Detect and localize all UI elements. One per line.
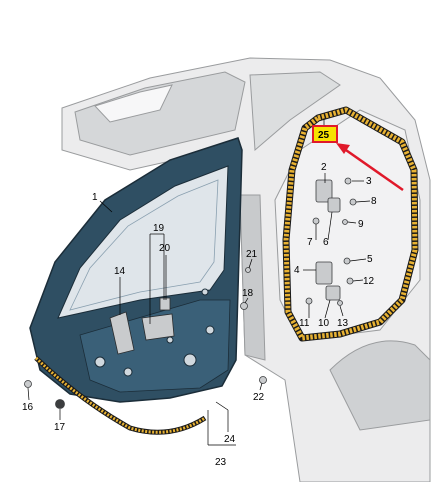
- callout-6: 6: [323, 237, 329, 248]
- highlighted-callout: 25: [312, 125, 404, 192]
- callout-9: 9: [358, 219, 364, 230]
- callout-18: 18: [242, 288, 254, 299]
- callout-labels: 1 2 3 4 5 6 7 8 9 10 11 12 13 14 16 17 1…: [22, 162, 377, 468]
- callout-20: 20: [159, 243, 171, 254]
- callout-17: 17: [54, 422, 66, 433]
- callout-14: 14: [114, 266, 126, 277]
- callout-22: 22: [253, 392, 265, 403]
- callout-1: 1: [92, 192, 98, 203]
- leader-lines: [27, 118, 371, 446]
- callout-11: 11: [299, 318, 310, 329]
- callout-13: 13: [337, 318, 349, 329]
- callout-12: 12: [363, 276, 375, 287]
- callout-3: 3: [366, 176, 372, 187]
- callout-4: 4: [294, 265, 300, 276]
- callout-5: 5: [367, 254, 373, 265]
- callout-7: 7: [307, 237, 313, 248]
- callout-25: 25: [318, 130, 330, 141]
- red-arrow-shaft: [342, 146, 404, 192]
- door-shell: [29, 137, 243, 435]
- callout-24: 24: [224, 434, 236, 445]
- callout-8: 8: [371, 196, 377, 207]
- door-seal: [282, 106, 419, 342]
- callout-19: 19: [153, 223, 165, 234]
- callout-23: 23: [215, 457, 227, 468]
- callout-10: 10: [318, 318, 330, 329]
- red-arrow-head: [336, 143, 350, 154]
- callout-16: 16: [22, 402, 34, 413]
- hinges: [24, 177, 357, 409]
- callout-21: 21: [246, 249, 258, 260]
- callout-2: 2: [321, 162, 327, 173]
